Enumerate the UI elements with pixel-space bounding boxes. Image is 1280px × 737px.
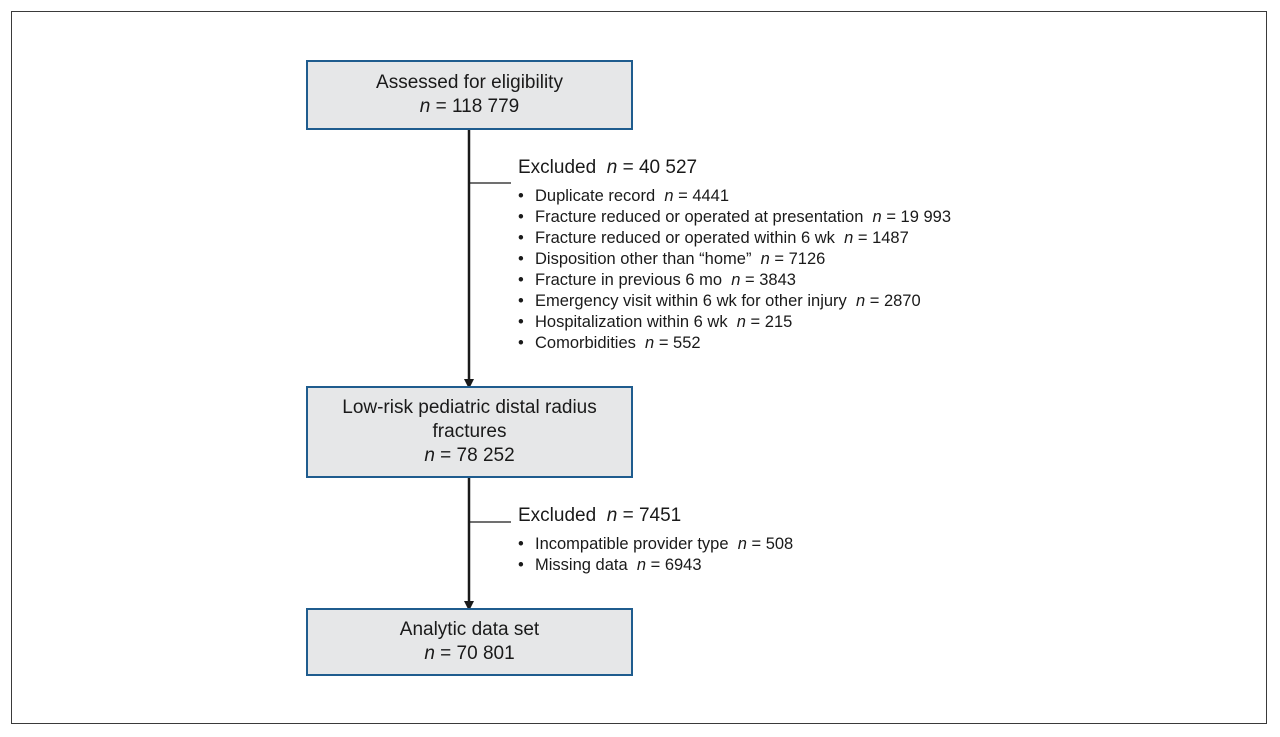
list-item: Emergency visit within 6 wk for other in… [518, 291, 951, 312]
box-low-risk-fractures: Low-risk pediatric distal radius fractur… [306, 386, 633, 478]
exclusion-list: Duplicate record n = 4441 Fracture reduc… [518, 186, 951, 354]
box-count: n = 78 252 [424, 445, 515, 466]
box-count: n = 70 801 [424, 643, 515, 664]
exclusion-block-1: Excluded n = 40 527 Duplicate record n =… [518, 156, 951, 354]
list-item: Fracture in previous 6 mo n = 3843 [518, 270, 951, 291]
box-label-line-2: fractures [432, 421, 507, 442]
figure-frame [11, 11, 1267, 724]
list-item: Disposition other than “home” n = 7126 [518, 249, 951, 270]
exclusion-list: Incompatible provider type n = 508 Missi… [518, 534, 793, 576]
exclusion-block-2: Excluded n = 7451 Incompatible provider … [518, 504, 793, 576]
list-item: Duplicate record n = 4441 [518, 186, 951, 207]
list-item: Fracture reduced or operated at presenta… [518, 207, 951, 228]
box-assessed-for-eligibility: Assessed for eligibility n = 118 779 [306, 60, 633, 130]
box-analytic-data-set: Analytic data set n = 70 801 [306, 608, 633, 676]
list-item: Missing data n = 6943 [518, 555, 793, 576]
box-label: Analytic data set [399, 619, 540, 640]
list-item: Incompatible provider type n = 508 [518, 534, 793, 555]
list-item: Hospitalization within 6 wk n = 215 [518, 312, 951, 333]
box-label-line-1: Low-risk pediatric distal radius [342, 397, 597, 418]
box-label: Assessed for eligibility [376, 72, 563, 93]
list-item: Fracture reduced or operated within 6 wk… [518, 228, 951, 249]
box-count: n = 118 779 [419, 96, 520, 117]
list-item: Comorbidities n = 552 [518, 333, 951, 354]
exclusion-title: Excluded n = 40 527 [518, 157, 698, 178]
exclusion-title: Excluded n = 7451 [518, 505, 682, 526]
